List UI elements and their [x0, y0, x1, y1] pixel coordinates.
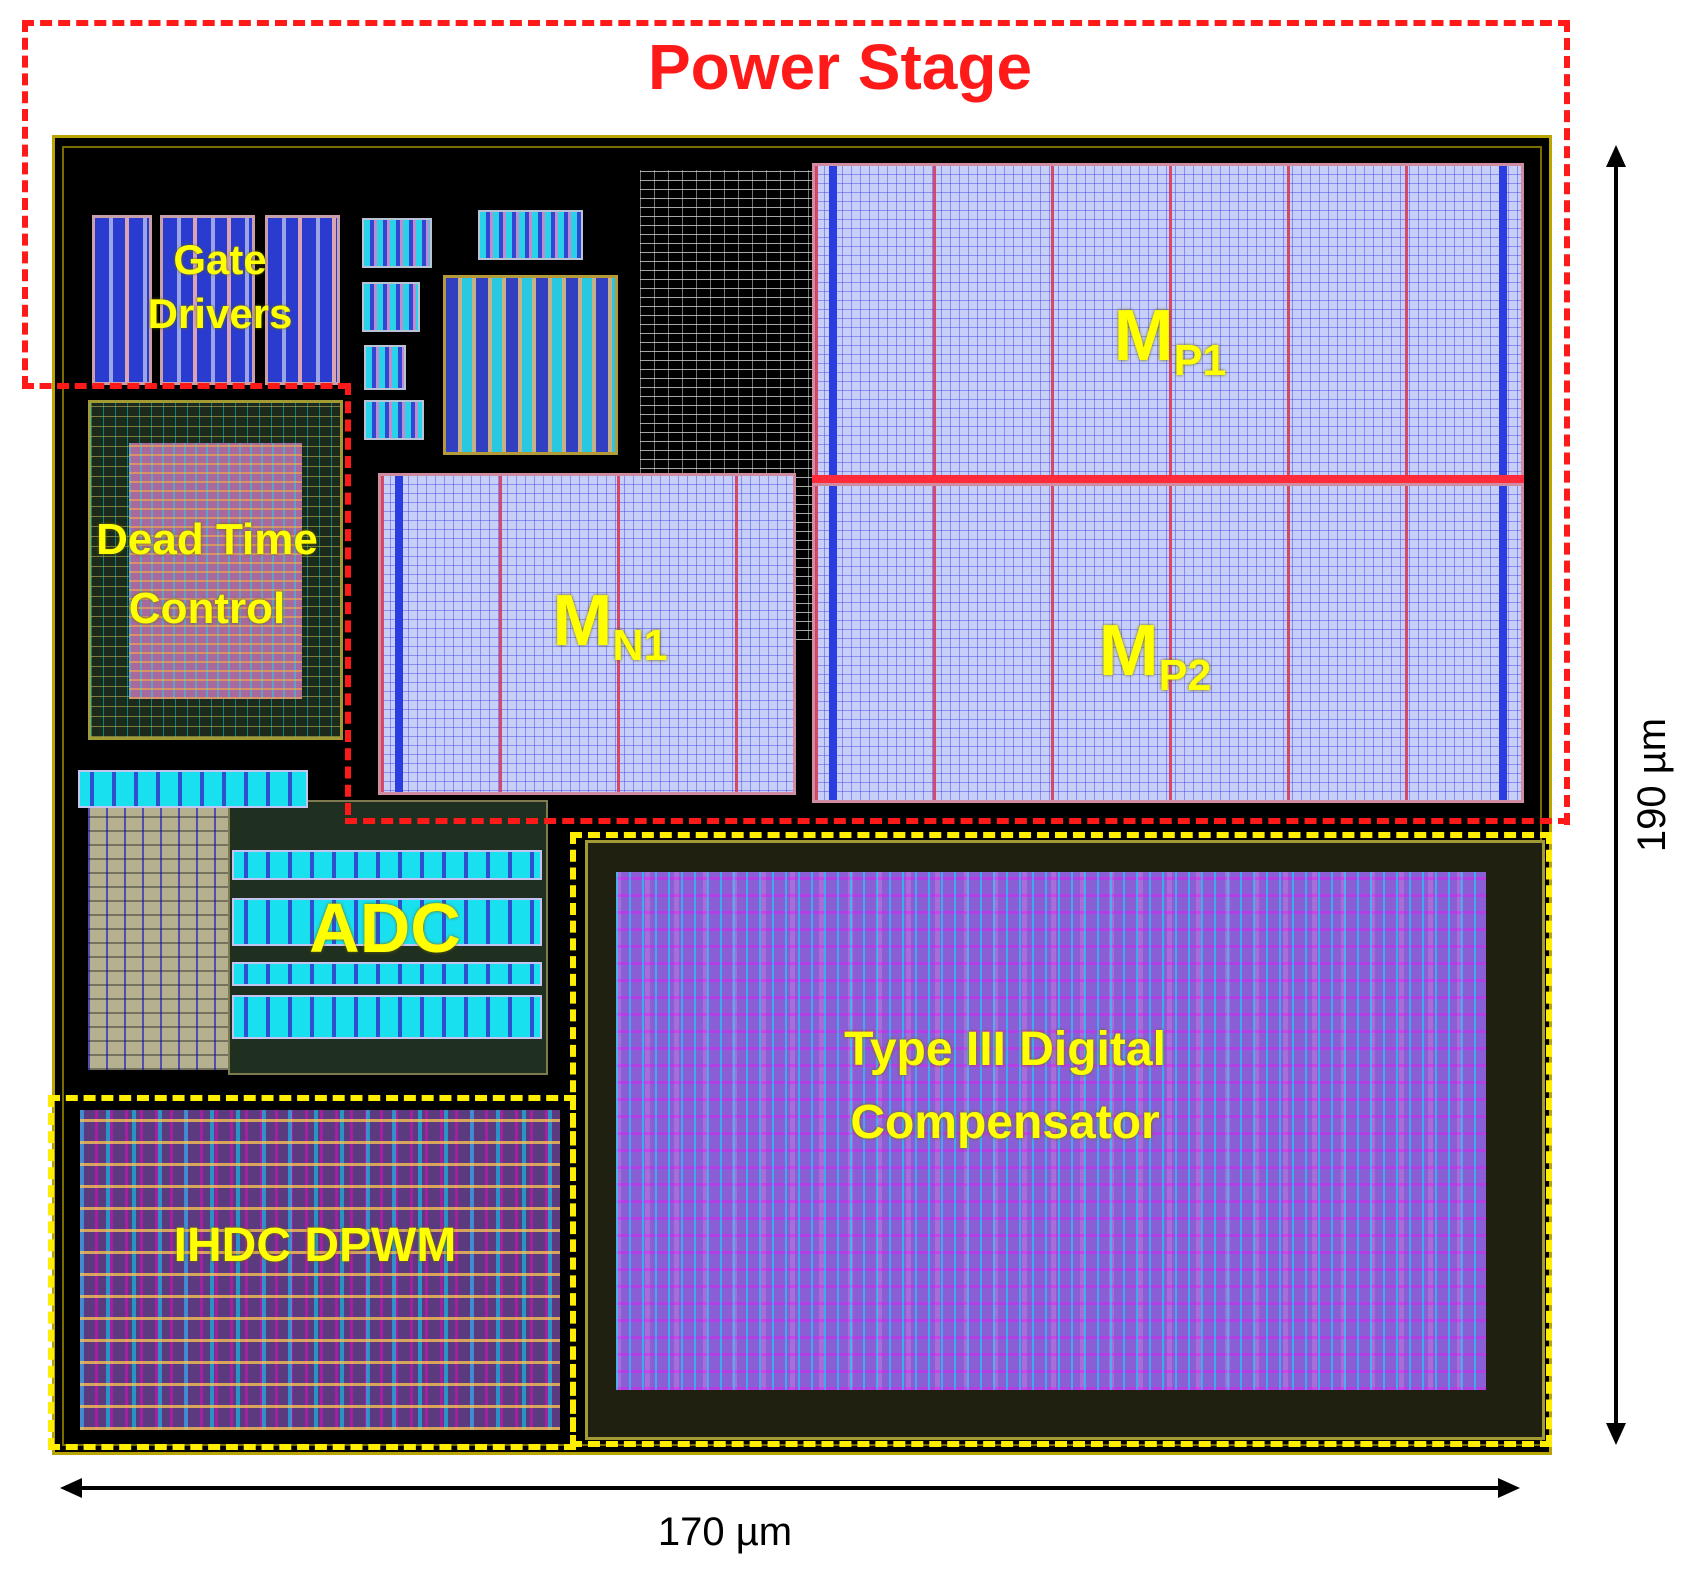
power-stage-outline-bottom: [345, 818, 1570, 824]
logic-cell: [478, 210, 583, 260]
power-stage-outline-left: [22, 20, 28, 388]
width-dimension-label: 170 µm: [657, 1510, 793, 1554]
pmos-array-mp1: [812, 163, 1524, 481]
compensator-label-line2: Compensator: [850, 1096, 1160, 1150]
gate-drivers-label: Gate Drivers: [105, 236, 335, 339]
mn1-label: MN1: [520, 580, 700, 672]
power-stage-outline-notch-top: [22, 383, 350, 389]
logic-cell: [364, 400, 424, 440]
width-dimension-arrow: [60, 1478, 1520, 1498]
compensator-label: Type III Digital Compensator: [790, 1022, 1220, 1150]
adc-comparator-row: [232, 898, 542, 946]
dpwm-outline: [48, 1095, 576, 1450]
power-stage-title: Power Stage: [647, 31, 1033, 103]
adc-comparator-row: [232, 962, 542, 986]
type-iii-compensator-block: [616, 872, 1486, 1390]
mp1-label-sub: P1: [1173, 337, 1227, 386]
logic-cell: [362, 282, 420, 332]
dpwm-label: IHDC DPWM: [173, 1219, 457, 1272]
nmos-array-mn1: [378, 473, 796, 795]
height-dimension-label: 190 µm: [1630, 717, 1674, 853]
gate-driver-cell: [265, 215, 340, 385]
adc-bias-row: [78, 770, 308, 808]
adc-comparator-row: [232, 850, 542, 880]
mn1-label-sub: N1: [612, 622, 668, 671]
power-stage-outline-notch-side: [345, 383, 351, 815]
mn1-label-base: M: [552, 581, 613, 661]
logic-cell: [362, 218, 432, 268]
dead-time-control-block: [88, 400, 343, 740]
power-stage-outline-top: [22, 20, 1570, 26]
logic-cell: [364, 345, 406, 390]
pmos-divider-line: [812, 475, 1524, 483]
gate-drivers-label-line2: Drivers: [147, 290, 293, 338]
level-shifter-block: [443, 275, 618, 455]
mp2-label-sub: P2: [1158, 652, 1212, 701]
mp1-label: MP1: [1080, 295, 1260, 387]
height-dimension-arrow: [1606, 145, 1626, 1445]
adc-resistor-array: [88, 770, 228, 1070]
power-stage-outline-right: [1564, 20, 1570, 825]
mp1-label-base: M: [1113, 296, 1174, 376]
pmos-array-mp2: [812, 483, 1524, 803]
gate-drivers-label-line1: Gate: [173, 236, 267, 283]
dead-time-label-line2: Control: [128, 583, 286, 633]
compensator-label-line1: Type III Digital: [844, 1023, 1166, 1076]
adc-comparator-row: [232, 995, 542, 1039]
mp2-label-base: M: [1098, 611, 1159, 691]
adc-label: ADC: [309, 889, 461, 967]
mp2-label: MP2: [1065, 610, 1245, 702]
dead-time-label-line1: Dead Time: [96, 515, 318, 564]
ihdc-dpwm-block: [80, 1110, 560, 1430]
gate-driver-cell: [160, 215, 255, 385]
dead-time-label: Dead Time Control: [62, 515, 352, 634]
